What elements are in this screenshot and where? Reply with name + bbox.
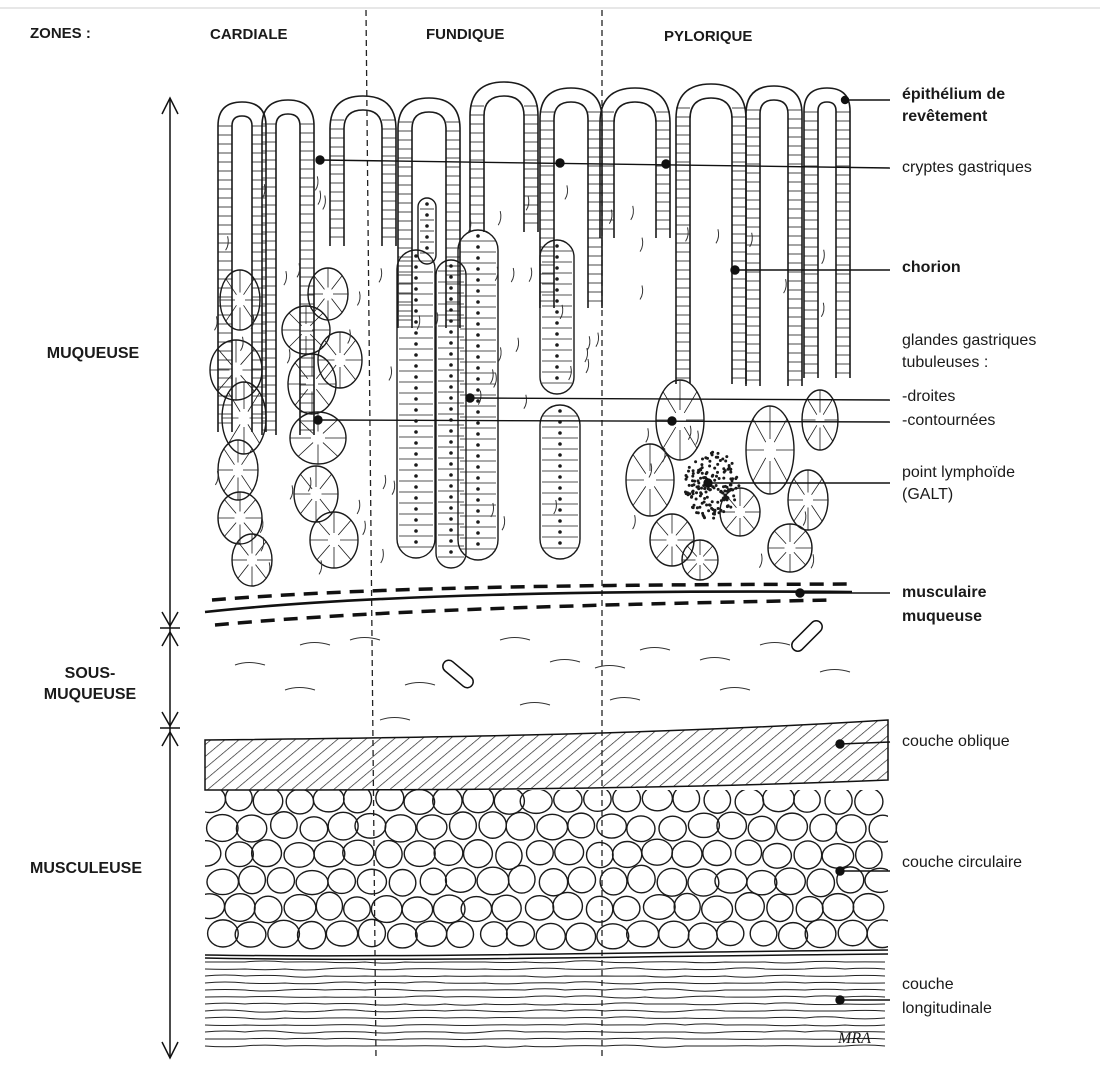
gastric-crypts <box>218 82 850 435</box>
gland-acinus <box>650 514 694 566</box>
label-oblique: couche oblique <box>902 731 1010 753</box>
gland-acinus <box>310 512 358 568</box>
gland-acinus <box>218 440 258 500</box>
label-musculaire-line1: musculaire <box>902 582 986 604</box>
gland-column <box>540 405 580 559</box>
label-lymphoide-line1: point lymphoïde <box>902 462 1015 484</box>
layer-sous-muqueuse-line2: MUQUEUSE <box>25 684 155 705</box>
gland-column <box>436 260 466 568</box>
gland-acinus <box>682 540 718 580</box>
label-epithelium-line1: épithélium de <box>902 84 1005 106</box>
crypt-fold <box>804 88 850 378</box>
gland-acinus <box>282 306 330 354</box>
gland-acinus <box>788 470 828 530</box>
crypt-fold <box>470 82 538 232</box>
gland-acinus <box>210 340 262 400</box>
label-longitudinale-line2: longitudinale <box>902 998 992 1020</box>
zone-cardiale: CARDIALE <box>210 26 288 43</box>
gland-acinus <box>656 380 704 460</box>
label-glandes-line1: glandes gastriques <box>902 330 1036 352</box>
label-droites: -droites <box>902 386 955 408</box>
zones-label: ZONES : <box>30 25 91 42</box>
label-glandes-line2: tubuleuses : <box>902 352 988 374</box>
label-epithelium-line2: revêtement <box>902 106 987 128</box>
gland-acinus <box>626 444 674 516</box>
submucosa-vessel <box>440 618 824 690</box>
label-chorion: chorion <box>902 257 961 279</box>
gland-column <box>397 250 435 558</box>
zone-fundique: FUNDIQUE <box>426 26 504 43</box>
gland-acinus <box>318 332 362 388</box>
circular-layer <box>191 785 897 956</box>
label-musculaire-line2: muqueuse <box>902 606 982 628</box>
crypt-fold <box>600 88 670 238</box>
crypt-fold <box>330 96 396 246</box>
gland-acinus <box>768 524 812 572</box>
gland-acinus <box>218 492 262 544</box>
gland-acinus <box>746 406 794 494</box>
label-contournees: -contournées <box>902 410 995 432</box>
layer-musculeuse: MUSCULEUSE <box>8 858 164 879</box>
gland-acinus <box>308 268 348 320</box>
gland-acinus <box>294 466 338 522</box>
layer-sous-muqueuse-line1: SOUS- <box>25 663 155 684</box>
crypt-fold <box>676 84 746 384</box>
gland-column <box>458 230 498 560</box>
artist-signature: MRA <box>838 1030 871 1048</box>
submucosa-texture <box>235 638 850 721</box>
layer-muqueuse: MUQUEUSE <box>28 343 158 364</box>
gland-column <box>540 240 574 394</box>
lymphoid-follicle <box>684 451 740 520</box>
gland-acinus <box>232 534 272 586</box>
gastric-glands <box>210 198 838 586</box>
zone-pylorique: PYLORIQUE <box>664 28 752 45</box>
crypt-fold <box>540 88 602 308</box>
label-circulaire: couche circulaire <box>902 852 1022 874</box>
label-longitudinale-line1: couche <box>902 974 954 996</box>
crypt-fold <box>746 86 802 386</box>
layer-extent-arrow <box>160 98 180 1058</box>
longitudinal-layer <box>205 954 888 1047</box>
label-cryptes: cryptes gastriques <box>902 157 1032 179</box>
crypt-fold <box>398 98 460 328</box>
oblique-layer <box>205 720 888 790</box>
label-lymphoide-line2: (GALT) <box>902 484 953 506</box>
